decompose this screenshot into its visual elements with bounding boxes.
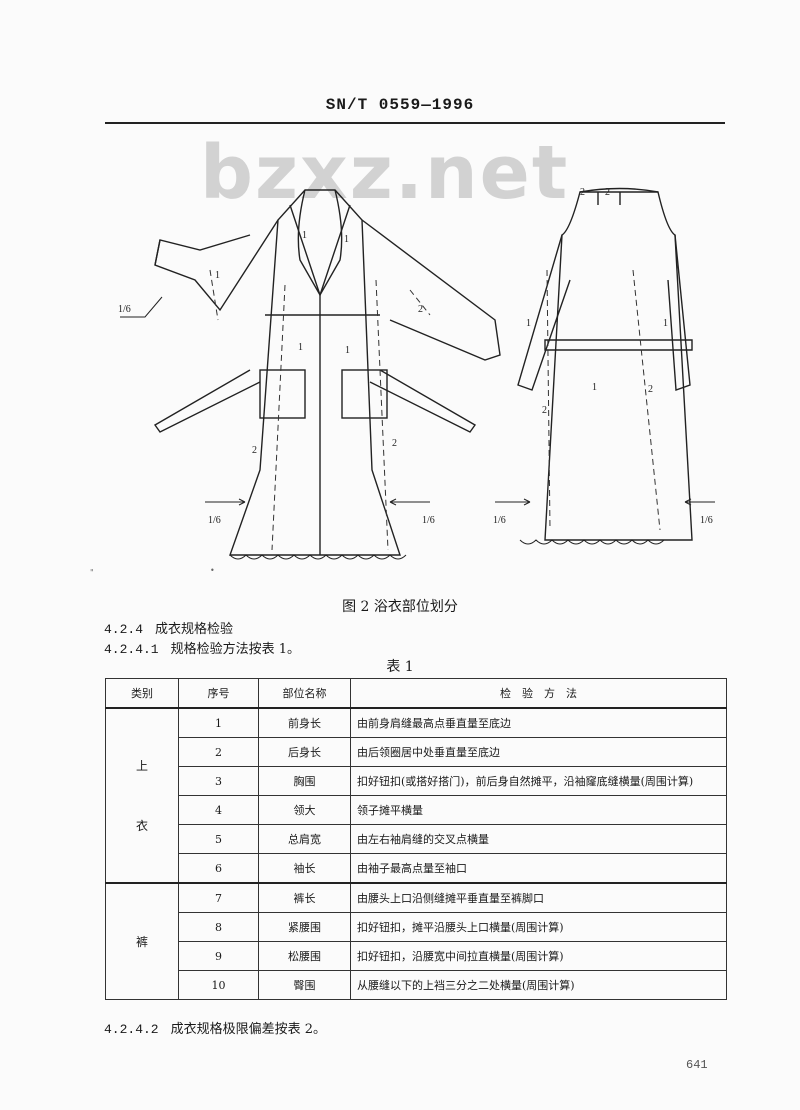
section-text: 规格检验方法按表 1。 bbox=[170, 642, 301, 657]
front-fraction-label: 1/6 bbox=[208, 515, 221, 526]
scallop-hem bbox=[229, 539, 665, 560]
section-4-2-4: 4.2.4 成衣规格检验 bbox=[104, 618, 233, 637]
row-part: 臀围 bbox=[258, 970, 351, 1000]
category-cell-pants: 裤 bbox=[105, 882, 179, 1000]
row-method: 扣好钮扣，摊平沿腰头上口横量(周围计算) bbox=[350, 912, 727, 942]
table-row: 4 领大 领子摊平横量 bbox=[106, 795, 727, 825]
section-4-2-4-2: 4.2.4.2 成衣规格极限偏差按表 2。 bbox=[104, 1018, 326, 1037]
front-label: 1 bbox=[302, 230, 307, 241]
row-part: 后身长 bbox=[258, 737, 351, 767]
category-char: 上 bbox=[135, 758, 148, 773]
page-number: 641 bbox=[686, 1058, 708, 1072]
front-label: 2 bbox=[392, 438, 397, 449]
header-category: 类别 bbox=[105, 678, 179, 709]
header-part: 部位名称 bbox=[258, 678, 351, 709]
section-number: 4.2.4 bbox=[104, 622, 144, 637]
row-index: 5 bbox=[178, 824, 259, 854]
front-label: 1 bbox=[345, 345, 350, 356]
scan-speck: • bbox=[210, 566, 215, 575]
back-dashed-lines bbox=[546, 269, 661, 531]
scan-speck: " bbox=[90, 568, 94, 577]
back-view-robe bbox=[517, 187, 693, 541]
row-index: 8 bbox=[178, 912, 259, 942]
row-method: 领子摊平横量 bbox=[350, 795, 727, 825]
table-row: 3 胸围 扣好钮扣(或搭好搭门)，前后身自然摊平，沿袖窿底缝横量(周围计算) bbox=[106, 766, 727, 796]
row-part: 领大 bbox=[258, 795, 351, 825]
measure-arrows bbox=[120, 296, 715, 506]
row-part: 总肩宽 bbox=[258, 824, 351, 854]
back-label: 2 bbox=[542, 405, 547, 416]
header-rule bbox=[105, 122, 725, 124]
back-label: 1 bbox=[526, 318, 531, 329]
figure-caption: 图 2 浴衣部位划分 bbox=[342, 599, 458, 615]
front-dashed-lines bbox=[209, 269, 431, 551]
table-title: 表 1 bbox=[386, 659, 414, 675]
front-label: 1 bbox=[298, 342, 303, 353]
header-index: 序号 bbox=[178, 678, 259, 709]
row-part: 袖长 bbox=[258, 853, 351, 884]
watermark: bzxz.net bbox=[200, 130, 570, 216]
front-label: 1 bbox=[215, 270, 220, 281]
section-4-2-4-1: 4.2.4.1 规格检验方法按表 1。 bbox=[104, 638, 300, 657]
row-method: 由前身肩缝最高点垂直量至底边 bbox=[350, 707, 727, 738]
row-part: 紧腰围 bbox=[258, 912, 351, 942]
section-number: 4.2.4.1 bbox=[104, 642, 159, 657]
back-label: 2 bbox=[580, 187, 585, 198]
table-row: 10 臀围 从腰缝以下的上裆三分之二处横量(周围计算) bbox=[106, 970, 727, 1000]
row-index: 2 bbox=[178, 737, 259, 767]
inspection-method-table: 类别 序号 部位名称 检 验 方 法 上 衣 1 前身长 由前身肩缝最高点垂直量… bbox=[105, 678, 727, 1000]
front-label: 1 bbox=[344, 234, 349, 245]
row-index: 3 bbox=[178, 766, 259, 796]
front-view-robe bbox=[153, 189, 501, 556]
section-number: 4.2.4.2 bbox=[104, 1022, 159, 1037]
back-label: 1 bbox=[592, 382, 597, 393]
table-header-row: 类别 序号 部位名称 检 验 方 法 bbox=[105, 678, 727, 709]
row-method: 从腰缝以下的上裆三分之二处横量(周围计算) bbox=[350, 970, 727, 1000]
table-row: 裤 7 裤长 由腰头上口沿侧缝摊平垂直量至裤脚口 bbox=[105, 882, 727, 1000]
back-label: 2 bbox=[605, 187, 610, 198]
bathrobe-diagram: 1 1 1 1 1 2 2 2 1/6 1/6 1/6 2 2 1 1 1 2 … bbox=[118, 187, 715, 560]
row-index: 7 bbox=[178, 882, 259, 913]
front-label: 2 bbox=[418, 304, 423, 315]
back-fraction-label: 1/6 bbox=[493, 515, 506, 526]
section-title: 成衣规格检验 bbox=[155, 622, 234, 637]
category-char: 裤 bbox=[135, 934, 148, 949]
row-index: 10 bbox=[178, 970, 259, 1000]
row-part: 前身长 bbox=[258, 707, 351, 738]
row-method: 由腰头上口沿侧缝摊平垂直量至裤脚口 bbox=[350, 882, 727, 913]
category-cell-top: 上 衣 bbox=[105, 707, 179, 884]
row-part: 裤长 bbox=[258, 882, 351, 913]
table-row: 9 松腰围 扣好钮扣，沿腰宽中间拉直横量(周围计算) bbox=[106, 941, 727, 971]
back-label: 2 bbox=[648, 384, 653, 395]
table-row: 2 后身长 由后领圈居中处垂直量至底边 bbox=[106, 737, 727, 767]
table-row: 6 袖长 由袖子最高点量至袖口 bbox=[106, 853, 727, 884]
row-method: 扣好钮扣(或搭好搭门)，前后身自然摊平，沿袖窿底缝横量(周围计算) bbox=[350, 766, 727, 796]
table-row: 上 衣 1 前身长 由前身肩缝最高点垂直量至底边 bbox=[105, 707, 727, 884]
row-method: 扣好钮扣，沿腰宽中间拉直横量(周围计算) bbox=[350, 941, 727, 971]
back-label: 1 bbox=[663, 318, 668, 329]
figure-labels: 1 1 1 1 1 2 2 2 1/6 1/6 1/6 2 2 1 1 1 2 … bbox=[118, 187, 713, 526]
row-index: 6 bbox=[178, 853, 259, 884]
row-method: 由后领圈居中处垂直量至底边 bbox=[350, 737, 727, 767]
row-index: 4 bbox=[178, 795, 259, 825]
row-part: 胸围 bbox=[258, 766, 351, 796]
front-label: 2 bbox=[252, 445, 257, 456]
row-index: 9 bbox=[178, 941, 259, 971]
row-part: 松腰围 bbox=[258, 941, 351, 971]
row-method: 由袖子最高点量至袖口 bbox=[350, 853, 727, 884]
row-method: 由左右袖肩缝的交叉点横量 bbox=[350, 824, 727, 854]
row-index: 1 bbox=[178, 707, 259, 738]
front-fraction-label: 1/6 bbox=[422, 515, 435, 526]
header-method: 检 验 方 法 bbox=[350, 678, 727, 709]
section-text: 成衣规格极限偏差按表 2。 bbox=[170, 1022, 327, 1037]
table-row: 8 紧腰围 扣好钮扣，摊平沿腰头上口横量(周围计算) bbox=[106, 912, 727, 942]
front-fraction-label: 1/6 bbox=[118, 304, 131, 315]
document-code-header: SN/T 0559—1996 bbox=[325, 96, 475, 114]
category-char: 衣 bbox=[135, 818, 148, 833]
back-fraction-label: 1/6 bbox=[700, 515, 713, 526]
table-row: 5 总肩宽 由左右袖肩缝的交叉点横量 bbox=[106, 824, 727, 854]
